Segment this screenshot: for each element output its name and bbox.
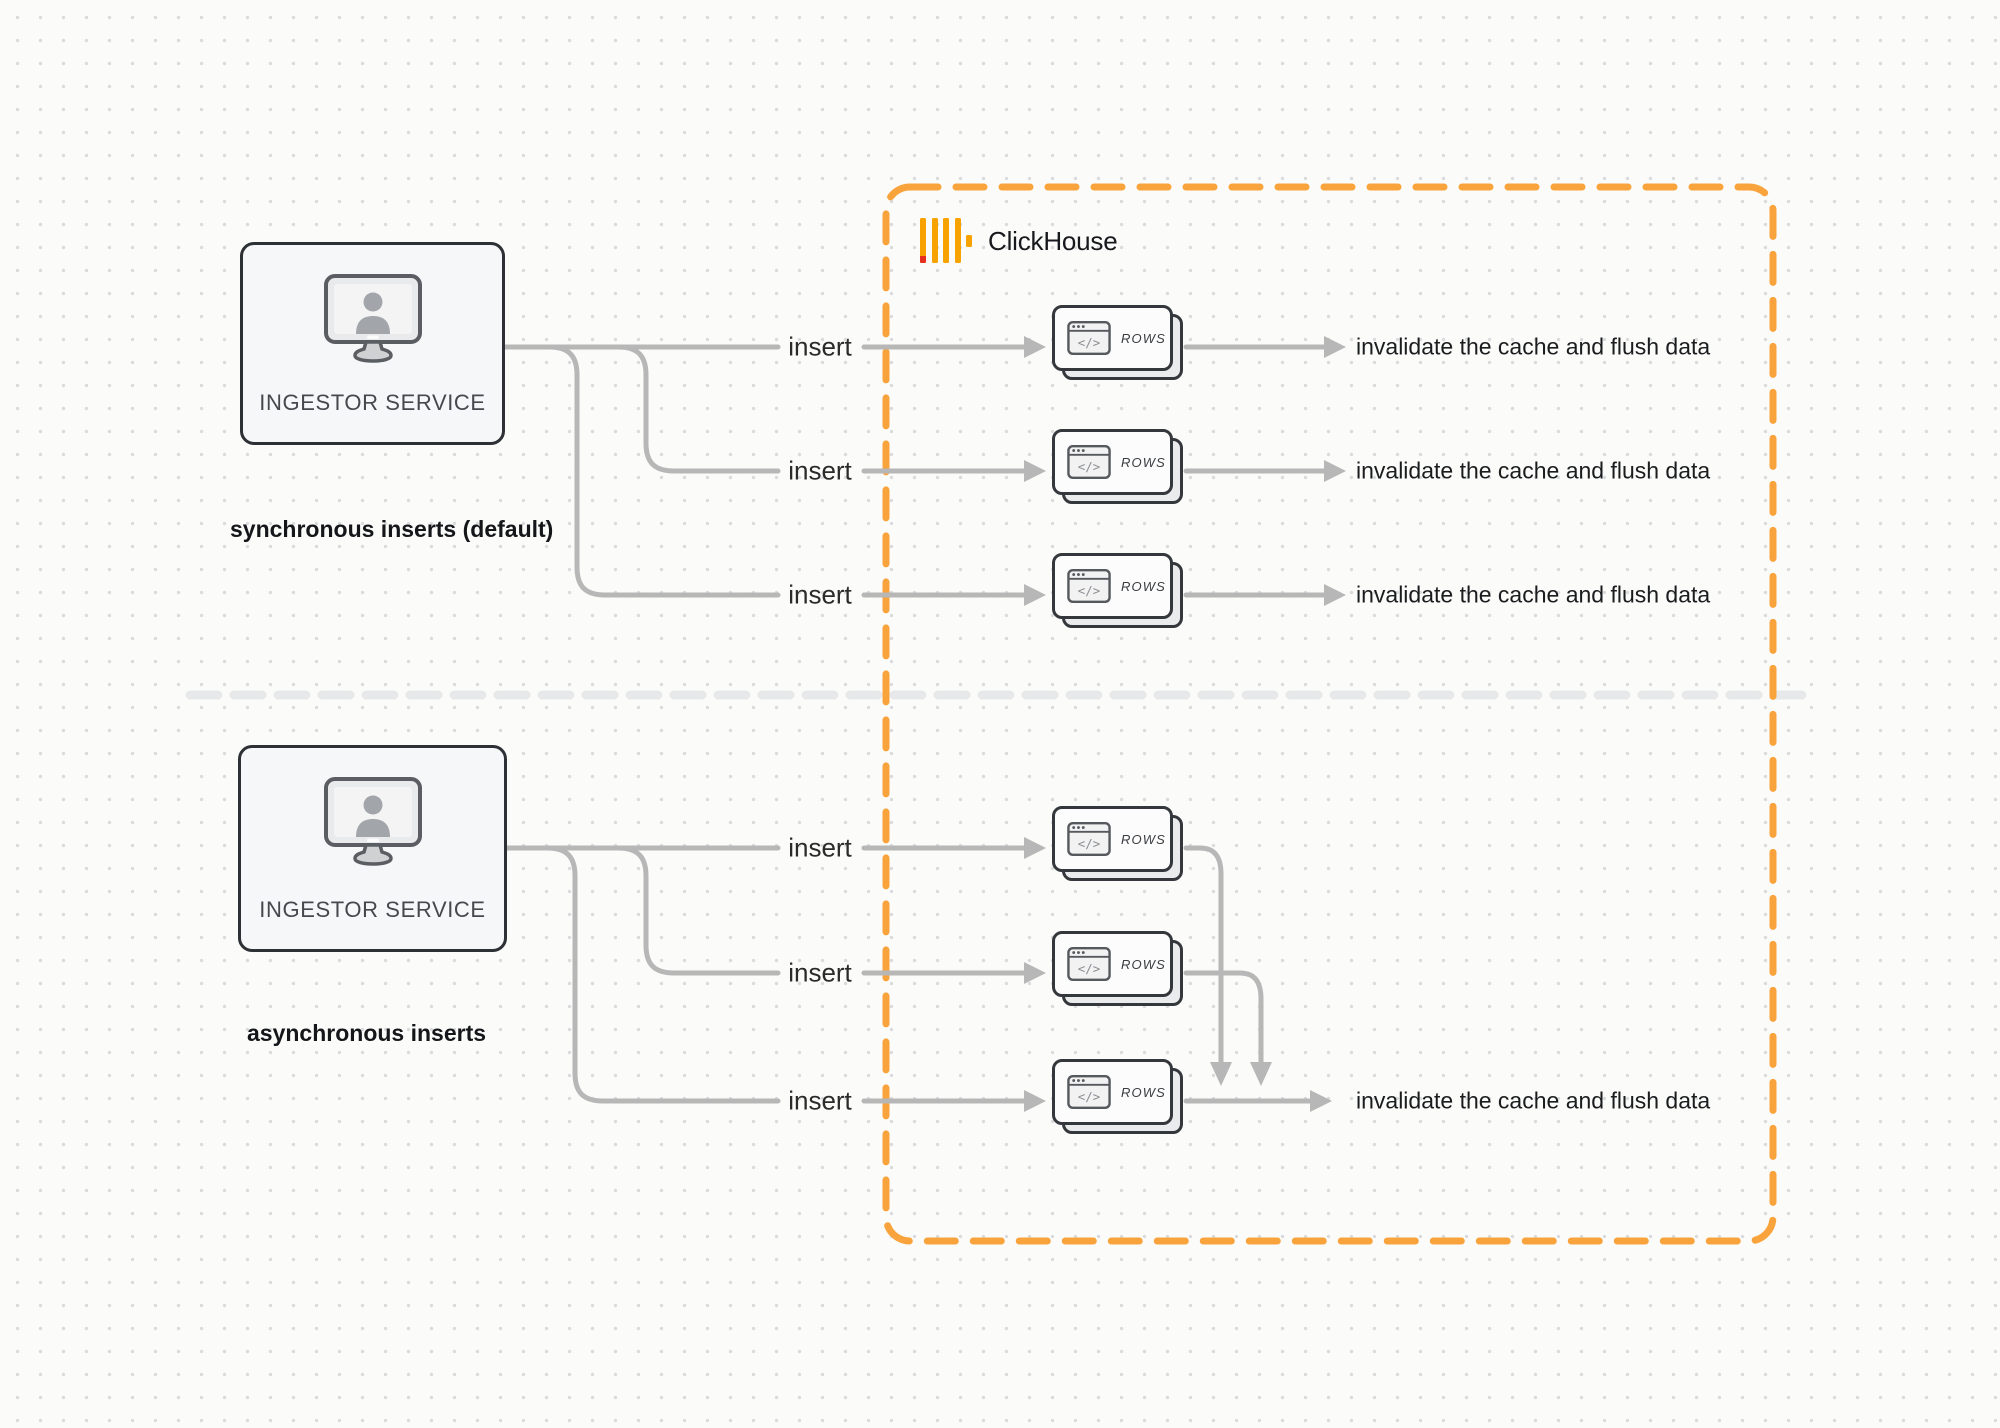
result-label-sync-1: invalidate the cache and flush data xyxy=(1356,333,1711,360)
rows-card-label: ROWS xyxy=(1121,330,1166,346)
arrowhead-right xyxy=(1024,584,1046,606)
code-window-icon: </> xyxy=(1067,1075,1111,1109)
result-label-sync-2: invalidate the cache and flush data xyxy=(1356,457,1711,484)
rows-card-async-1: </> ROWS xyxy=(1052,806,1186,884)
arrowheads xyxy=(1024,336,1346,1112)
arrowhead-right xyxy=(1324,584,1346,606)
monitor-user-icon xyxy=(323,776,423,873)
code-window-icon: </> xyxy=(1067,822,1111,856)
clickhouse-boundary-box xyxy=(882,183,1777,1245)
arrowhead-right xyxy=(1024,962,1046,984)
rows-card-front: </> ROWS xyxy=(1052,806,1173,872)
rows-card-label: ROWS xyxy=(1121,454,1166,470)
clickhouse-logo-bar xyxy=(954,218,961,263)
code-glyph: </> xyxy=(1078,1089,1100,1104)
arrowhead-right xyxy=(1024,837,1046,859)
code-glyph: </> xyxy=(1078,335,1100,350)
rows-card-label: ROWS xyxy=(1121,956,1166,972)
arrowhead-right xyxy=(1024,336,1046,358)
sync-branch-3 xyxy=(502,344,781,598)
insert-label-async-3: insert xyxy=(788,1085,852,1116)
async-section-caption: asynchronous inserts xyxy=(247,1020,487,1046)
insert-label-async-1: insert xyxy=(788,832,852,863)
async-branch-2 xyxy=(504,845,781,976)
clickhouse-logo-red-accent xyxy=(920,256,926,263)
rows-card-front: </> ROWS xyxy=(1052,1059,1173,1125)
rows-card-sync-1: </> ROWS xyxy=(1052,305,1186,383)
code-window-icon: </> xyxy=(1067,321,1111,355)
result-label-async: invalidate the cache and flush data xyxy=(1356,1087,1711,1114)
arrowhead-right xyxy=(1324,336,1346,358)
rows-card-async-3: </> ROWS xyxy=(1052,1059,1186,1137)
arrowhead-right xyxy=(1310,1090,1332,1112)
arrowhead-down xyxy=(1210,1062,1232,1086)
insert-label-sync-2: insert xyxy=(788,455,852,486)
result-label-sync-3: invalidate the cache and flush data xyxy=(1356,581,1711,608)
arrowhead-right xyxy=(1024,1090,1046,1112)
clickhouse-logo-bar xyxy=(931,218,938,263)
clickhouse-logo-icon xyxy=(920,218,1000,263)
clickhouse-logo-bar xyxy=(920,218,926,263)
async-merge-line-2 xyxy=(1183,970,1264,1065)
rows-card-sync-3: </> ROWS xyxy=(1052,553,1186,631)
rows-card-front: </> ROWS xyxy=(1052,305,1173,371)
rows-card-front: </> ROWS xyxy=(1052,931,1173,997)
insert-label-sync-3: insert xyxy=(788,579,852,610)
code-window-icon: </> xyxy=(1067,947,1111,981)
async-branch-3 xyxy=(504,845,781,1104)
insert-label-async-2: insert xyxy=(788,957,852,988)
code-glyph: </> xyxy=(1078,961,1100,976)
rows-card-front: </> ROWS xyxy=(1052,553,1173,619)
clickhouse-title: ClickHouse xyxy=(988,226,1118,256)
clickhouse-logo-short-bar xyxy=(966,234,972,247)
rows-card-async-2: </> ROWS xyxy=(1052,931,1186,1009)
async-merge-line-1 xyxy=(1183,845,1224,1065)
connector-paths xyxy=(502,344,1327,1104)
ingestor-service-box-sync: INGESTOR SERVICE xyxy=(240,242,505,445)
rows-card-front: </> ROWS xyxy=(1052,429,1173,495)
ingestor-service-label: INGESTOR SERVICE xyxy=(259,897,486,922)
rows-card-sync-2: </> ROWS xyxy=(1052,429,1186,507)
insert-label-sync-1: insert xyxy=(788,331,852,362)
rows-card-label: ROWS xyxy=(1121,831,1166,847)
code-glyph: </> xyxy=(1078,459,1100,474)
code-glyph: </> xyxy=(1078,836,1100,851)
sync-section-caption: synchronous inserts (default) xyxy=(230,516,554,542)
rows-card-label: ROWS xyxy=(1121,1084,1166,1100)
sync-branch-2 xyxy=(502,344,781,474)
ingestor-service-label: INGESTOR SERVICE xyxy=(259,390,486,415)
code-glyph: </> xyxy=(1078,583,1100,598)
code-window-icon: </> xyxy=(1067,445,1111,479)
code-window-icon: </> xyxy=(1067,569,1111,603)
rows-card-label: ROWS xyxy=(1121,578,1166,594)
arrowhead-right xyxy=(1024,460,1046,482)
ingestor-service-box-async: INGESTOR SERVICE xyxy=(238,745,507,952)
monitor-user-icon xyxy=(323,273,423,370)
arrowhead-down xyxy=(1250,1062,1272,1086)
clickhouse-logo-bar xyxy=(943,218,949,263)
arrowhead-right xyxy=(1324,460,1346,482)
